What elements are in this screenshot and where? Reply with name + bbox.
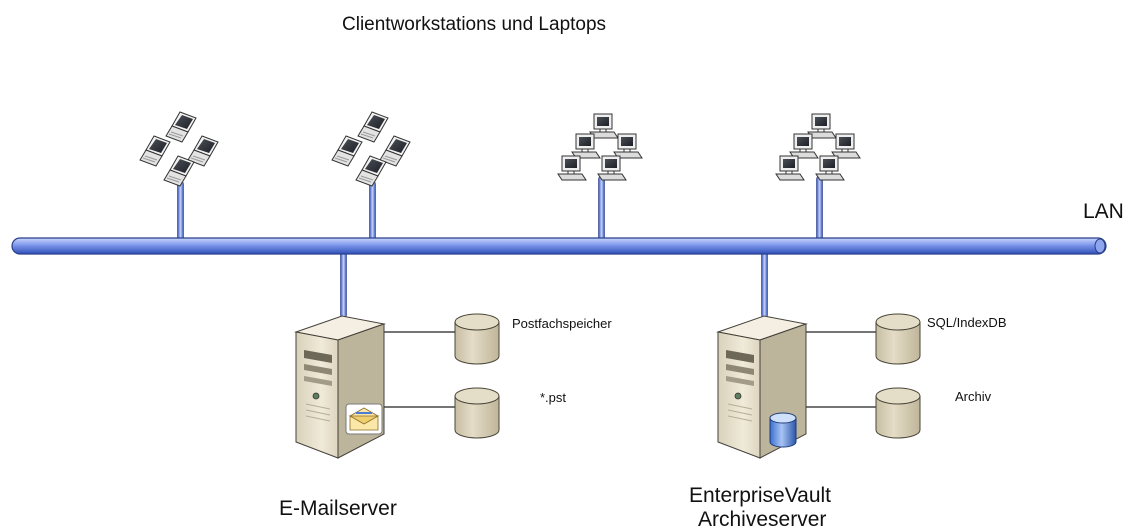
database-icon: [875, 313, 921, 365]
store-label-archiv: Archiv: [955, 389, 992, 404]
lan-label: LAN: [1083, 200, 1124, 223]
store-label-postfachspeicher: Postfachspeicher: [512, 316, 612, 331]
workstation-group-icon: [775, 113, 861, 181]
diagram-title: Clientworkstations und Laptops: [342, 14, 607, 35]
database-icon: [454, 313, 500, 365]
laptop-group-icon: [139, 111, 219, 187]
archive-server-label-line2: Archiveserver: [698, 508, 827, 531]
archive-server-icon: [717, 315, 807, 459]
mail-server-label: E-Mailserver: [279, 497, 397, 520]
archive-server-label-line1: EnterpriseVault: [689, 484, 832, 507]
client-drop-lines: [177, 175, 823, 246]
db-connectors: [382, 331, 876, 408]
store-label-pst: *.pst: [540, 390, 567, 405]
envelope-icon: [345, 403, 383, 435]
mail-server-icon: [295, 315, 385, 459]
database-icon: [454, 387, 500, 439]
store-label-sql-indexdb: SQL/IndexDB: [927, 315, 1007, 330]
server-drop-lines: [340, 245, 768, 319]
lan-bus: [11, 237, 1107, 255]
database-badge-icon: [769, 412, 797, 448]
laptop-group-icon: [331, 111, 411, 187]
database-icon: [875, 387, 921, 439]
workstation-group-icon: [557, 113, 643, 181]
